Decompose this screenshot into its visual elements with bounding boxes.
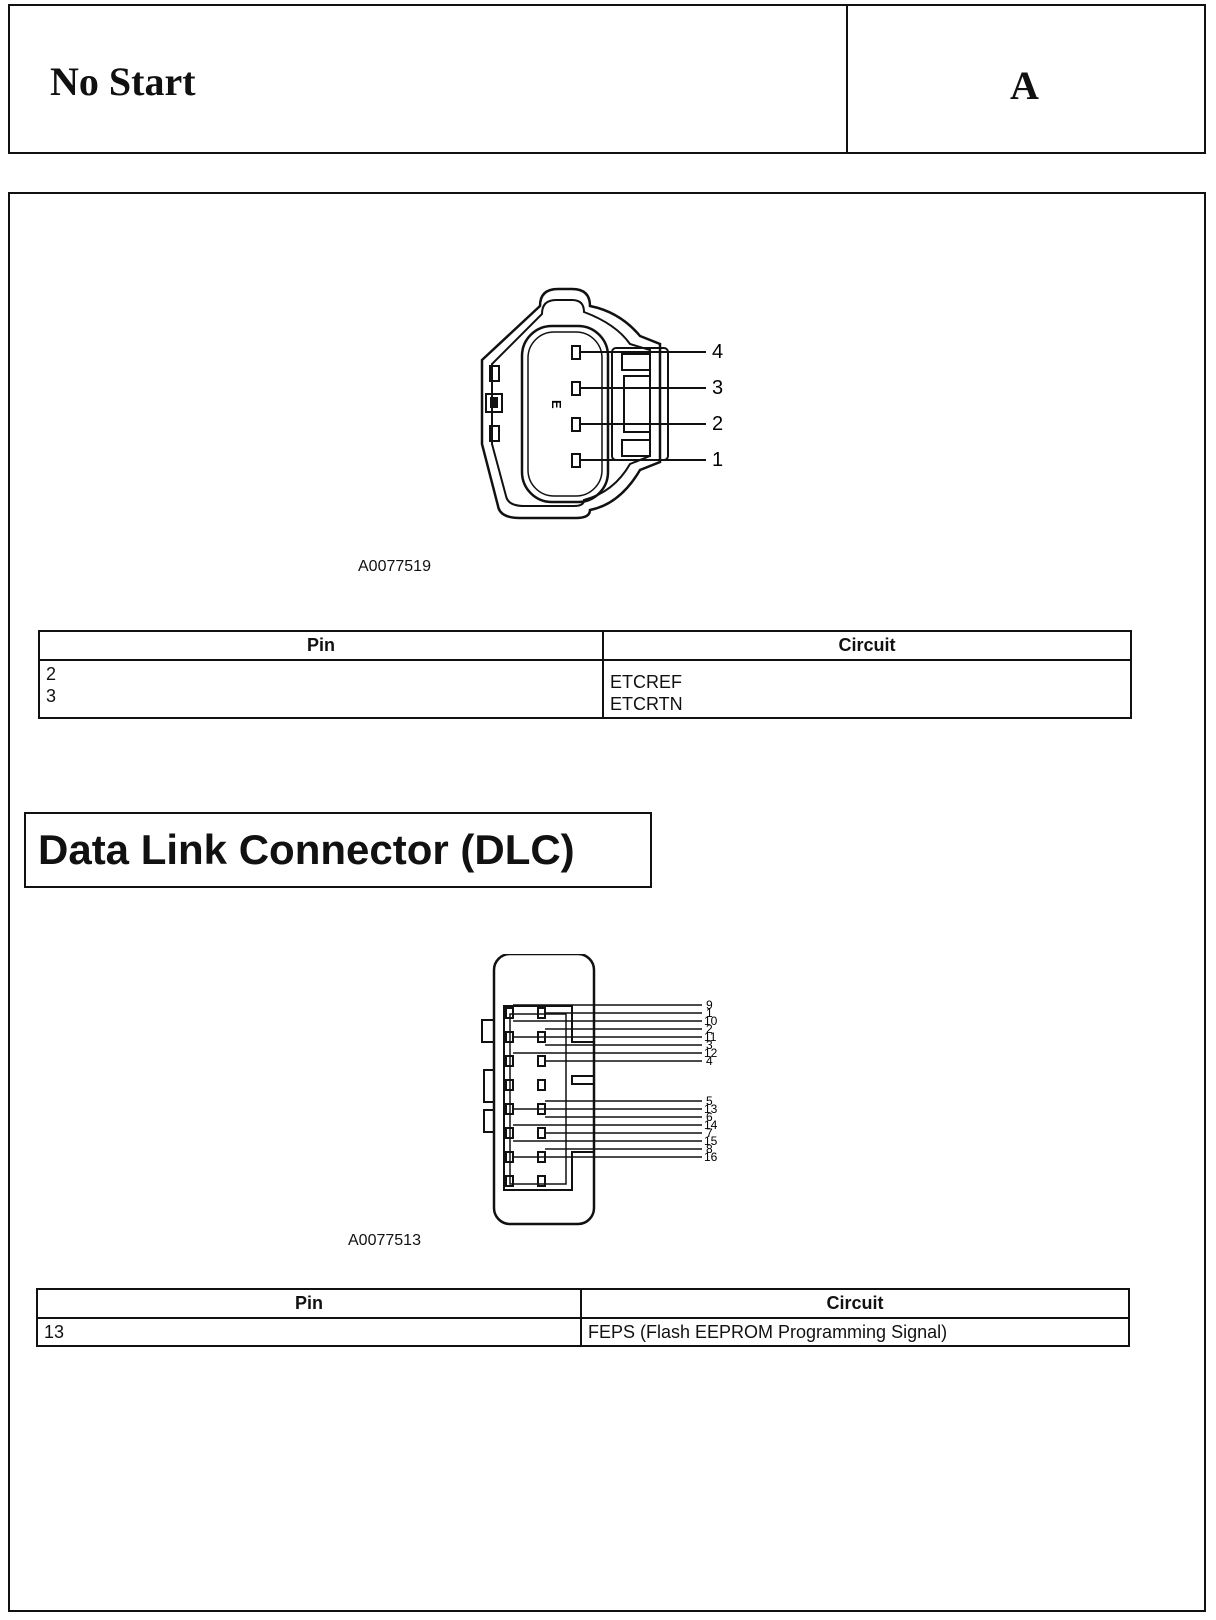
dlc-pin-label: 1 xyxy=(706,1006,713,1020)
dlc-pin-label: 3 xyxy=(706,1038,713,1052)
page-header: No Start A xyxy=(8,4,1206,154)
etc-figure-id: A0077519 xyxy=(358,558,431,575)
circuit-cell: ETCREF xyxy=(610,672,682,692)
dlc-pin-table: Pin Circuit 13 FEPS (Flash EEPROM Progra… xyxy=(36,1288,1130,1347)
dlc-pin-label: 11 xyxy=(704,1030,717,1044)
dlc-pin-label: 15 xyxy=(704,1134,718,1148)
page-title: No Start xyxy=(50,59,196,104)
dlc-figure-id: A0077513 xyxy=(348,1232,421,1249)
etc-pin-label: 3 xyxy=(712,377,723,399)
dlc-pin-label: 13 xyxy=(704,1102,718,1116)
dlc-pin-label: 7 xyxy=(706,1126,713,1140)
pin-column-header: Pin xyxy=(36,1288,582,1319)
header-divider xyxy=(846,6,848,152)
dlc-pin-label: 2 xyxy=(706,1022,713,1036)
table-row: 2 3 ETCREF ETCRTN xyxy=(38,659,1132,719)
pin-cell: 13 xyxy=(36,1317,582,1347)
etc-pin-label: 4 xyxy=(712,341,723,363)
circuit-cell: ETCRTN xyxy=(610,694,683,714)
content-frame: E 4 3 2 1 A0077519 Pin Circuit 2 3 xyxy=(8,192,1206,1612)
etc-pin-table: Pin Circuit 2 3 ETCREF ETCRTN xyxy=(38,630,1132,719)
table-row: 13 FEPS (Flash EEPROM Programming Signal… xyxy=(36,1317,1130,1347)
etc-pin-label: 1 xyxy=(712,449,723,471)
pin-cell: 3 xyxy=(46,686,57,706)
dlc-pin-label: 5 xyxy=(706,1094,713,1108)
dlc-pin-label: 10 xyxy=(704,1014,718,1028)
etc-pin-label: 2 xyxy=(712,413,723,435)
circuit-column-header: Circuit xyxy=(602,630,1132,661)
circuit-cell: FEPS (Flash EEPROM Programming Signal) xyxy=(580,1317,1130,1347)
section-code: A xyxy=(1010,63,1039,108)
dlc-pin-label: 16 xyxy=(704,1150,718,1164)
circuit-column-header: Circuit xyxy=(580,1288,1130,1319)
dlc-pin-label: 9 xyxy=(706,998,713,1012)
etc-connector-diagram: E 4 3 2 1 xyxy=(480,287,723,520)
dlc-section-heading: Data Link Connector (DLC) xyxy=(24,812,652,888)
pin-column-header: Pin xyxy=(38,630,604,661)
dlc-pin-label: 6 xyxy=(706,1110,713,1124)
dlc-pin-label: 12 xyxy=(704,1046,718,1060)
dlc-pin-label: 8 xyxy=(706,1142,713,1156)
dlc-pin-label: 14 xyxy=(704,1118,718,1132)
dlc-pin-label: 4 xyxy=(706,1054,713,1068)
dlc-connector-diagram: 9 1 10 2 11 3 12 4 5 13 6 14 7 15 8 16 xyxy=(481,954,718,1226)
pin-cell: 2 xyxy=(46,664,57,684)
svg-text:E: E xyxy=(549,400,564,409)
